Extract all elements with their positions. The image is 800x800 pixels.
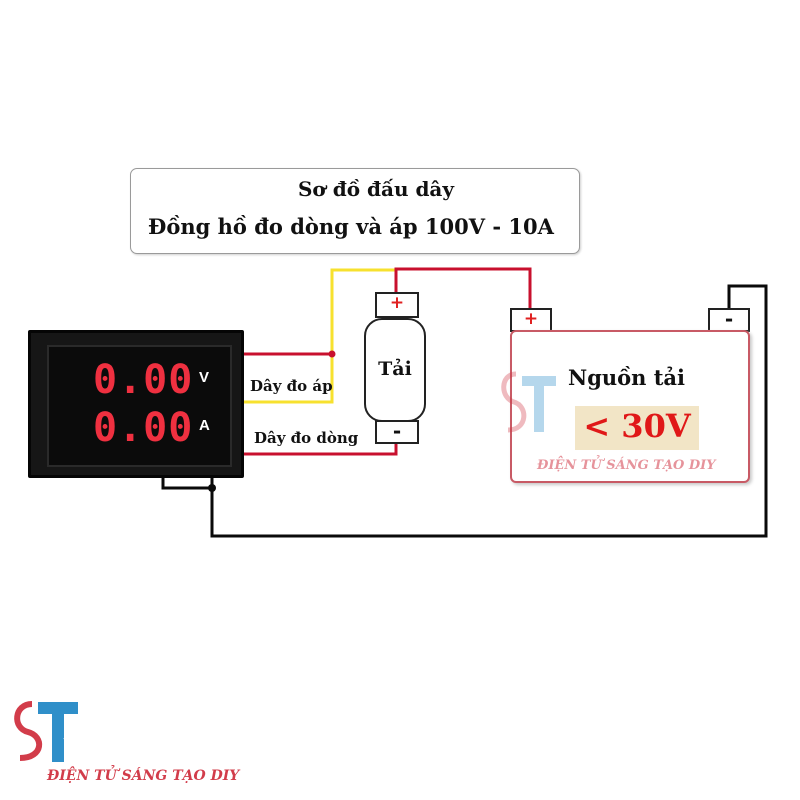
current-unit: A	[199, 417, 210, 434]
voltage-reading: 0.00	[93, 357, 194, 403]
voltage-unit: V	[199, 369, 210, 386]
battery-positive-terminal: +	[510, 308, 552, 332]
volt-amp-meter: 0.00 V 0.00 A	[28, 330, 244, 478]
load-label: Tải	[378, 358, 412, 380]
negative-return-wire	[210, 284, 768, 538]
ground-junction-dot	[208, 484, 216, 492]
load-negative-terminal: -	[375, 420, 419, 444]
footer-brand: ĐIỆN TỬ SÁNG TẠO DIY	[47, 768, 240, 784]
meter-display: 0.00 V 0.00 A	[47, 345, 232, 467]
watermark-brand: ĐIỆN TỬ SÁNG TẠO DIY	[537, 458, 716, 473]
load-positive-terminal: +	[375, 292, 419, 318]
voltage-limit: < 30V	[583, 407, 691, 445]
battery-label: Nguồn tải	[568, 365, 686, 390]
brand-logo-icon	[14, 701, 78, 762]
junction-dot	[328, 350, 336, 358]
battery-negative-terminal: -	[708, 308, 750, 332]
current-reading: 0.00	[93, 405, 194, 451]
watermark-logo-icon	[501, 371, 556, 433]
diagram-title: Sơ đồ đấu dây	[297, 177, 455, 201]
current-wire-label: Dây đo dòng	[254, 429, 359, 447]
voltage-sense-wire	[238, 268, 396, 404]
current-sense-wire	[238, 440, 398, 456]
voltage-wire-label: Dây đo áp	[250, 377, 333, 395]
voltage-limit-box	[575, 406, 699, 450]
title-box	[130, 168, 580, 254]
diagram-subtitle: Đồng hồ đo dòng và áp 100V - 10A	[148, 214, 554, 239]
meter-housing: 0.00 V 0.00 A	[28, 330, 244, 478]
supply-positive-wire	[394, 267, 532, 309]
